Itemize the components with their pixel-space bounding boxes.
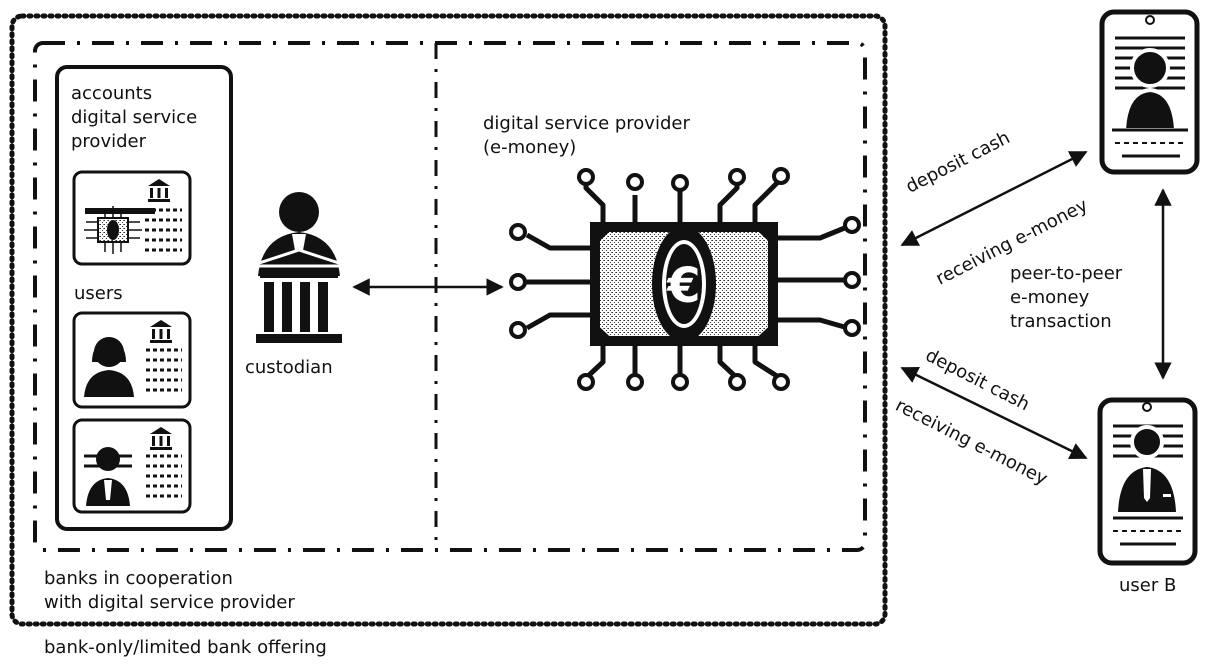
user-a-account-card [72,311,192,409]
accounts-label-line3: provider [71,131,146,152]
bank-icon [150,320,172,343]
dsp-label-line2: (e-money) [483,137,577,158]
user-a-phone-icon [1099,9,1200,175]
accounts-label-line2: digital service [71,107,198,128]
peer-to-peer-line1: peer-to-peer [1010,263,1123,284]
peer-to-peer-label: peer-to-peer e-money transaction [1010,262,1122,334]
circuit-chip-icon: € [509,167,861,391]
circuit-mini-icon [84,206,155,254]
dsp-label: digital service provider (e-money) [483,112,690,160]
coin-symbol: € [666,258,700,314]
banks-caption-line2: with digital service provider [44,592,295,613]
dsp-label-line1: digital service provider [483,113,690,134]
peer-to-peer-line3: transaction [1010,311,1112,332]
peer-to-peer-line2: e-money [1010,287,1090,308]
dsp-account-card [72,170,192,266]
user-b-account-card [72,418,192,514]
bank-only-frame [9,13,888,627]
bank-only-caption: bank-only/limited bank offering [44,637,327,658]
accounts-label-line1: accounts [71,83,153,104]
top-exchange-arrow [900,150,1088,247]
cooperation-frame [33,41,867,552]
woman-avatar-icon [84,337,134,397]
custodian-icon [249,192,349,343]
bank-icon [150,427,172,450]
users-label: users [74,283,123,304]
bottom-exchange-arrow [900,366,1088,460]
custodian-label: custodian [245,357,333,378]
user-b-phone-icon [1097,397,1198,566]
user-b-label: user B [1119,575,1177,596]
bank-icon [148,179,170,202]
banks-caption-line1: banks in cooperation [44,568,233,589]
banks-caption: banks in cooperation with digital servic… [44,567,295,615]
accounts-label: accounts digital service provider [71,82,197,154]
man-avatar-icon [84,447,132,506]
